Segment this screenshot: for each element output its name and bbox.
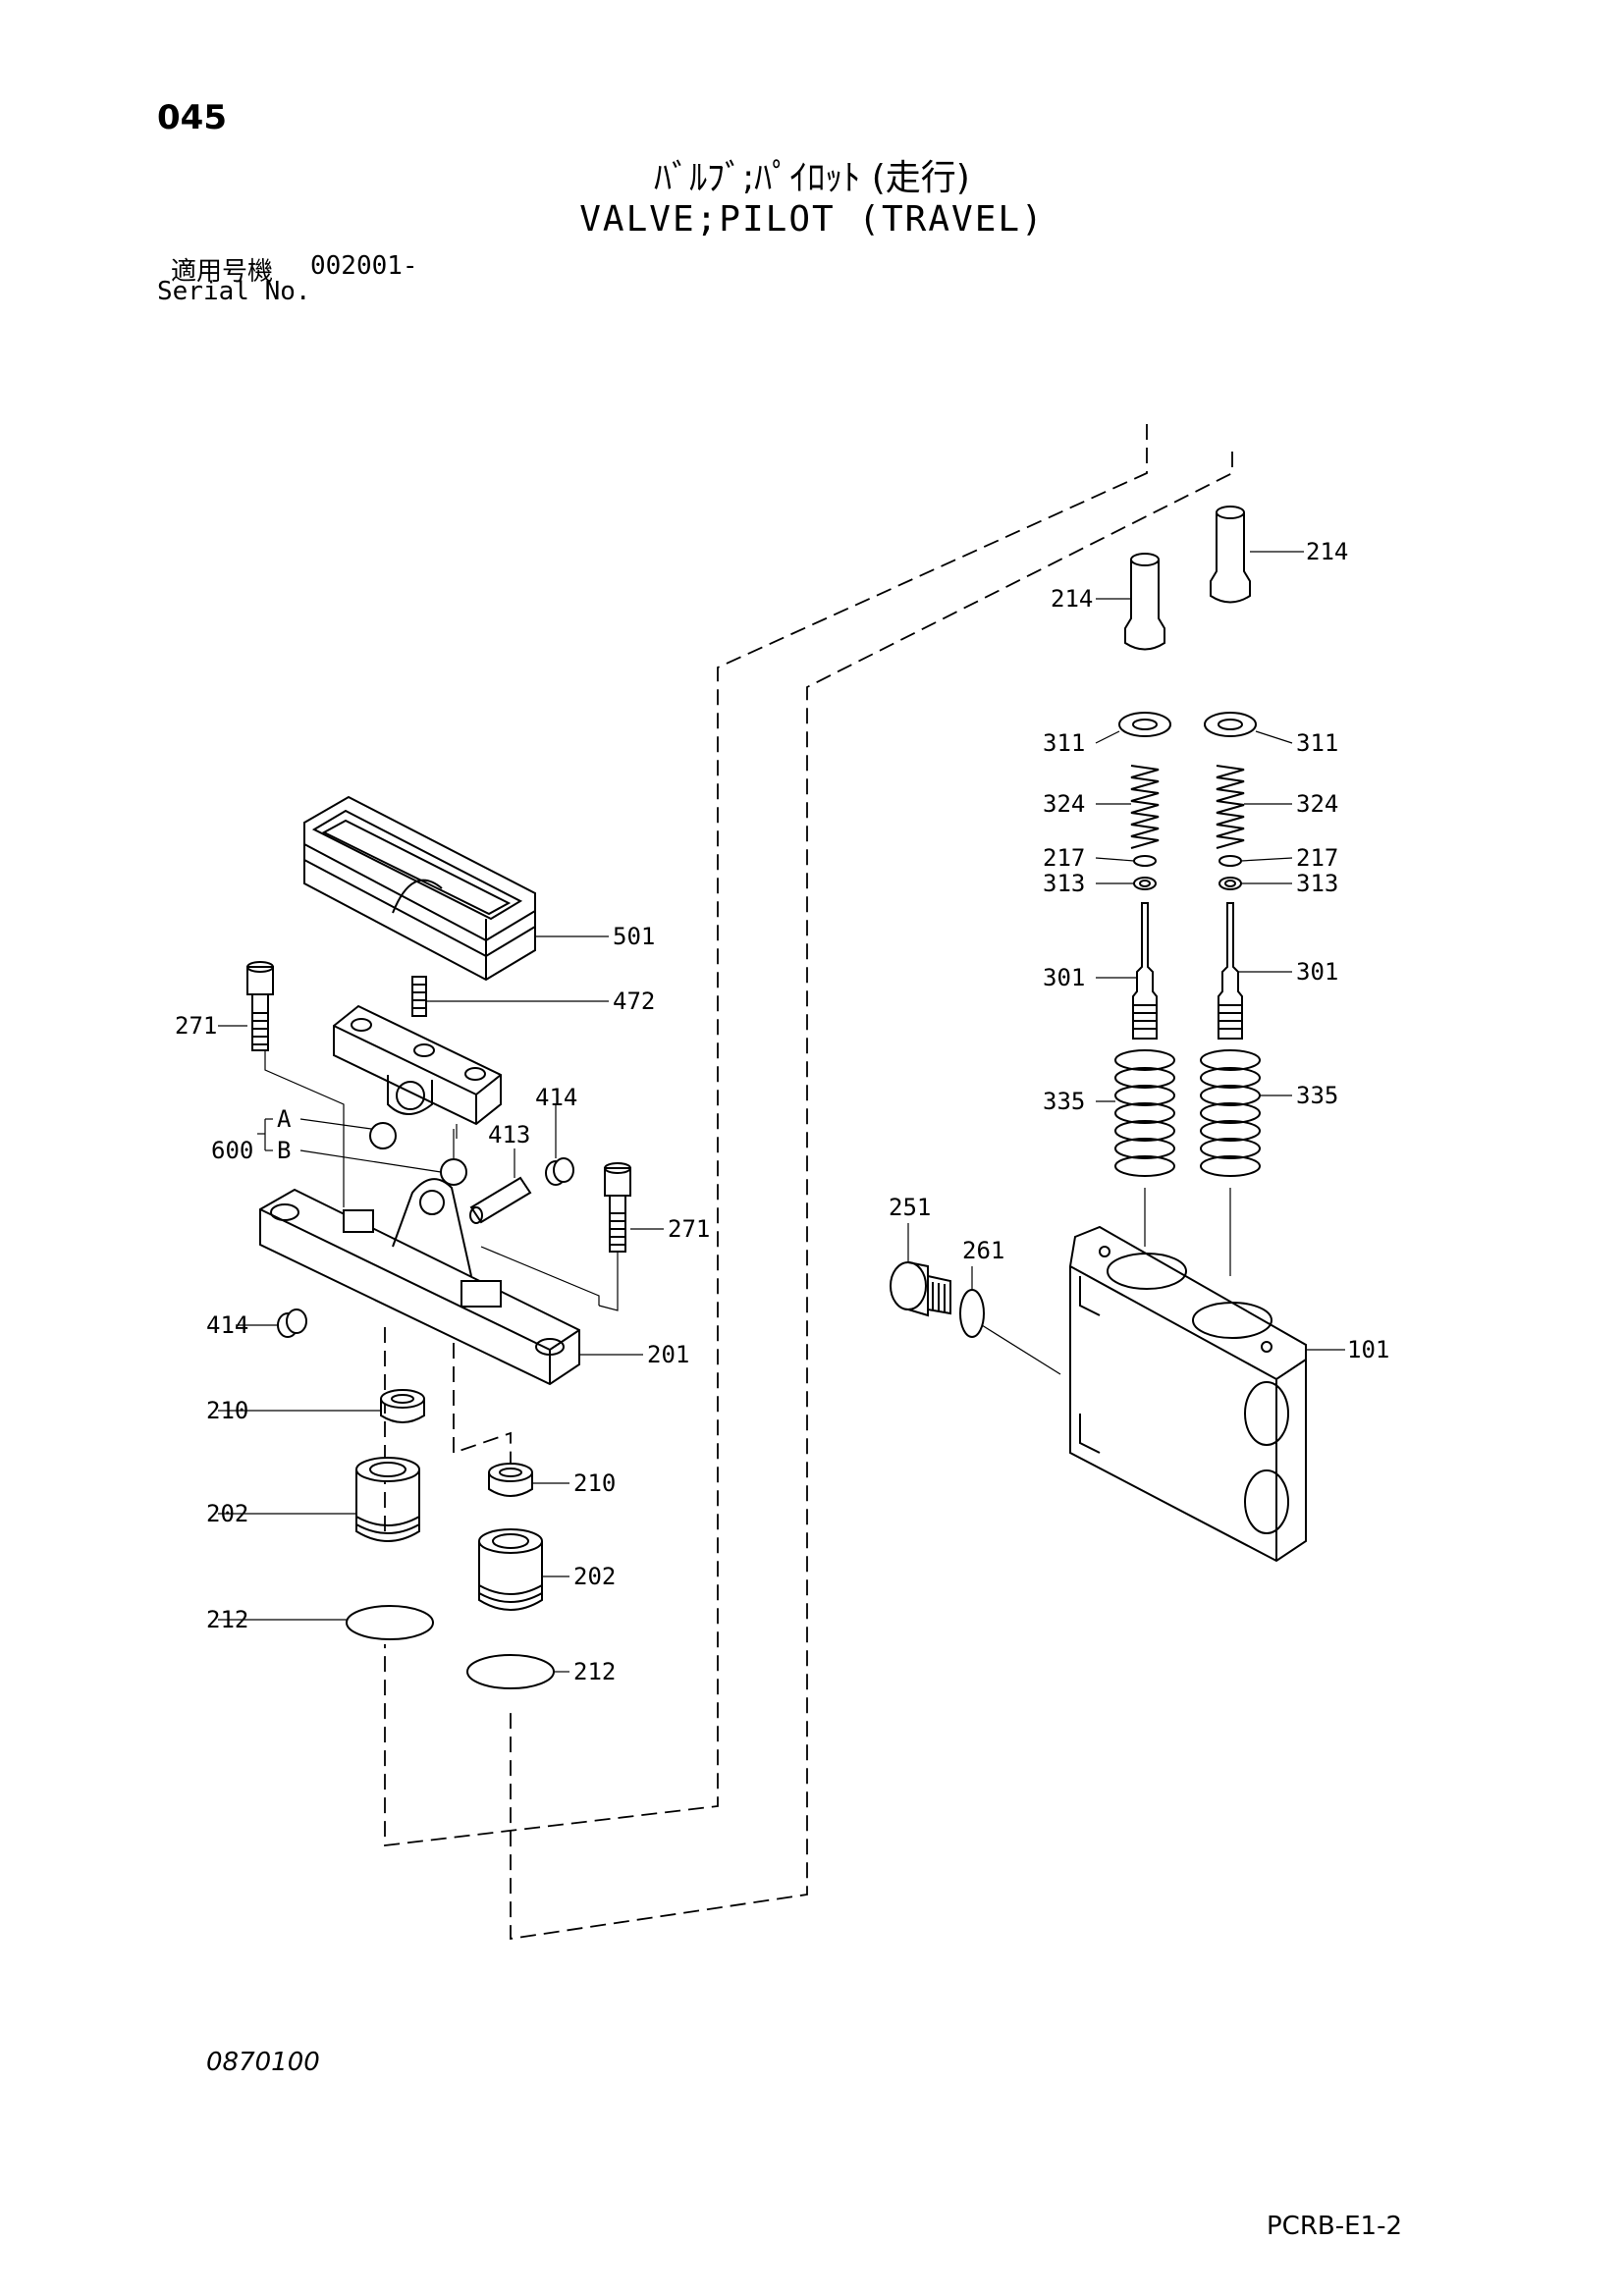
spool-301-left [1132, 902, 1158, 1040]
catalog-code: PCRB-E1-2 [1267, 2212, 1403, 2241]
washer-217-right [1218, 855, 1242, 867]
pusher-214-left [1124, 553, 1165, 651]
spring-324-right [1216, 765, 1245, 849]
callout-301-left: 301 [1043, 964, 1085, 991]
callout-201: 201 [647, 1341, 689, 1368]
serial-label-japanese: 適用号機 [171, 257, 274, 287]
callout-214-right: 214 [1306, 538, 1348, 565]
seal-210-left [380, 1389, 425, 1423]
drawing-code: 0870100 [206, 2048, 320, 2077]
plug-202-right [478, 1528, 543, 1611]
spring-324-left [1130, 765, 1160, 849]
spring-seat-311-left [1118, 712, 1171, 737]
callout-101: 101 [1347, 1336, 1389, 1363]
seal-210-right [488, 1463, 533, 1497]
callout-210-left: 210 [206, 1397, 248, 1424]
callout-261: 261 [962, 1237, 1004, 1264]
callout-324-left: 324 [1043, 790, 1085, 818]
bolt-271-right [604, 1162, 631, 1253]
pusher-214-right [1210, 506, 1251, 604]
spring-335-left [1114, 1049, 1175, 1177]
bushing-414-lower [277, 1308, 307, 1338]
callout-271-right: 271 [668, 1215, 710, 1243]
callout-413: 413 [488, 1121, 530, 1148]
shim-313-left [1133, 877, 1157, 890]
callout-313-right: 313 [1296, 870, 1338, 897]
set-screw-472 [411, 976, 427, 1017]
assembly-guide-lines [264, 1050, 619, 1311]
pedal-bracket [333, 1004, 502, 1126]
plug-202-left [355, 1457, 420, 1542]
callout-414-upper: 414 [535, 1084, 577, 1111]
o-ring-212-right [466, 1654, 555, 1689]
callout-217-right: 217 [1296, 844, 1338, 872]
boot-cover-501 [303, 795, 536, 982]
callout-335-right: 335 [1296, 1082, 1338, 1109]
callout-a: A [277, 1105, 292, 1133]
shim-313-right [1218, 877, 1242, 890]
callout-202-right: 202 [573, 1563, 616, 1590]
bolt-271-left [246, 961, 274, 1051]
callout-600: 600 [211, 1137, 253, 1164]
callout-472: 472 [613, 988, 655, 1015]
callout-210-right: 210 [573, 1469, 616, 1497]
page-title-english: VALVE;PILOT (TRAVEL) [579, 199, 1045, 240]
callout-217-left: 217 [1043, 844, 1085, 872]
o-ring-212-left [346, 1605, 434, 1640]
valve-body-101 [1069, 1225, 1307, 1563]
callout-214-left: 214 [1051, 585, 1093, 613]
spring-335-right [1200, 1049, 1261, 1177]
callout-202-left: 202 [206, 1500, 248, 1527]
pin-413 [469, 1176, 532, 1224]
callout-501: 501 [613, 923, 655, 950]
callout-414-lower: 414 [206, 1311, 248, 1339]
callout-212-right: 212 [573, 1658, 616, 1685]
callout-212-left: 212 [206, 1606, 248, 1633]
page-title-japanese: ﾊﾞﾙﾌﾞ;ﾊﾟｲﾛｯﾄ (走行) [654, 158, 970, 198]
spool-301-right [1218, 902, 1243, 1040]
callout-313-left: 313 [1043, 870, 1085, 897]
plug-251 [890, 1261, 951, 1317]
leader-lines [218, 551, 1345, 1673]
ball-b [440, 1158, 467, 1186]
washer-217-left [1133, 855, 1157, 867]
callout-301-right: 301 [1296, 958, 1338, 986]
callout-271-left: 271 [175, 1012, 217, 1040]
bushing-414-upper [545, 1157, 574, 1186]
callout-335-left: 335 [1043, 1088, 1085, 1115]
callout-324-right: 324 [1296, 790, 1338, 818]
center-lines [1144, 1188, 1231, 1276]
callout-labels: 214 214 311 311 324 324 217 217 313 313 … [175, 538, 1389, 1685]
callout-251: 251 [889, 1194, 931, 1221]
callout-311-left: 311 [1043, 729, 1085, 757]
callout-b: B [277, 1137, 291, 1164]
page-number: 045 [157, 98, 227, 137]
o-ring-261 [959, 1289, 985, 1338]
plate-201 [259, 1178, 580, 1386]
callout-311-right: 311 [1296, 729, 1338, 757]
assembly-boundary-lines [384, 424, 1233, 1941]
spring-seat-311-right [1204, 712, 1257, 737]
ball-a [369, 1122, 397, 1149]
serial-range: 002001- [310, 251, 418, 281]
serial-label-english: Serial No. [157, 277, 311, 306]
